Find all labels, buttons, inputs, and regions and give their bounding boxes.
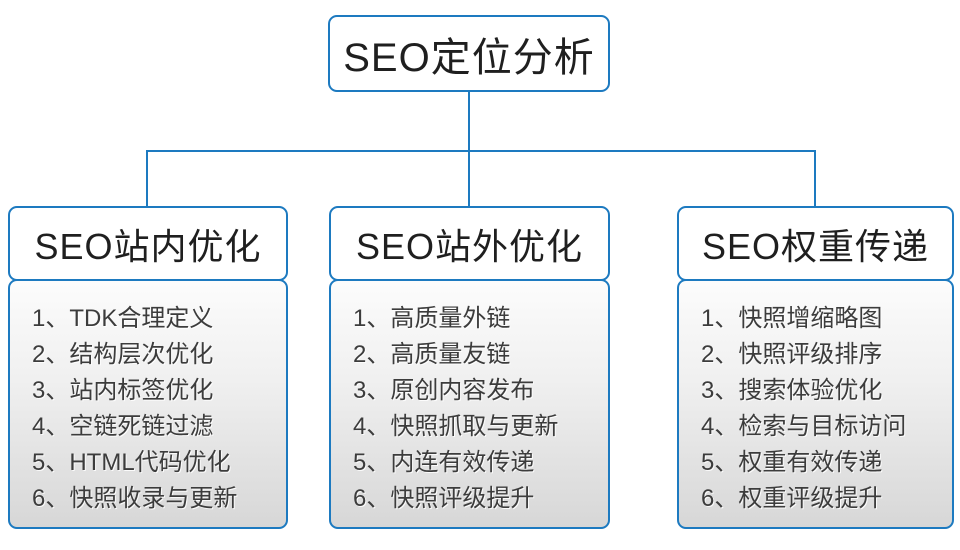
list-item: 3、原创内容发布 [353, 377, 535, 404]
branch-offsite-optimization: SEO站外优化 1、高质量外链 2、高质量友链 3、原创内容发布 4、快照抓取与… [329, 206, 610, 529]
list-item: 2、结构层次优化 [32, 341, 214, 368]
branch-header-weight: SEO权重传递 [677, 206, 954, 281]
connector-root-stem [468, 92, 470, 150]
connector-drop-center [468, 150, 470, 207]
root-title: SEO定位分析 [343, 35, 595, 80]
branch-list-weight: 1、快照增缩略图 2、快照评级排序 3、搜索体验优化 4、检索与目标访问 5、权… [677, 279, 954, 529]
list-item: 6、快照评级提升 [353, 485, 535, 512]
list-item: 1、快照增缩略图 [701, 305, 883, 332]
list-item: 4、检索与目标访问 [701, 413, 907, 440]
list-item: 4、空链死链过滤 [32, 413, 214, 440]
branch-onsite-optimization: SEO站内优化 1、TDK合理定义 2、结构层次优化 3、站内标签优化 4、空链… [8, 206, 288, 529]
branch-list-onsite: 1、TDK合理定义 2、结构层次优化 3、站内标签优化 4、空链死链过滤 5、H… [8, 279, 288, 529]
branch-header-onsite: SEO站内优化 [8, 206, 288, 281]
list-item: 1、高质量外链 [353, 305, 511, 332]
list-item: 3、站内标签优化 [32, 377, 214, 404]
list-item: 2、快照评级排序 [701, 341, 883, 368]
list-item: 4、快照抓取与更新 [353, 413, 559, 440]
list-item: 5、HTML代码优化 [32, 449, 231, 476]
connector-horizontal-bar [147, 150, 816, 152]
branch-title: SEO站内优化 [34, 225, 262, 267]
connector-drop-left [146, 150, 148, 207]
list-item: 1、TDK合理定义 [32, 305, 214, 332]
list-item: 2、高质量友链 [353, 341, 511, 368]
branch-weight-transfer: SEO权重传递 1、快照增缩略图 2、快照评级排序 3、搜索体验优化 4、检索与… [677, 206, 954, 529]
branch-title: SEO站外优化 [355, 225, 584, 267]
connector-drop-right [814, 150, 816, 207]
root-node: SEO定位分析 [328, 15, 610, 92]
branch-title: SEO权重传递 [701, 225, 930, 267]
list-item: 3、搜索体验优化 [701, 377, 883, 404]
branch-header-offsite: SEO站外优化 [329, 206, 610, 281]
list-item: 6、快照收录与更新 [32, 485, 238, 512]
list-item: 5、内连有效传递 [353, 449, 535, 476]
branch-list-offsite: 1、高质量外链 2、高质量友链 3、原创内容发布 4、快照抓取与更新 5、内连有… [329, 279, 610, 529]
list-item: 5、权重有效传递 [701, 449, 883, 476]
list-item: 6、权重评级提升 [701, 485, 883, 512]
